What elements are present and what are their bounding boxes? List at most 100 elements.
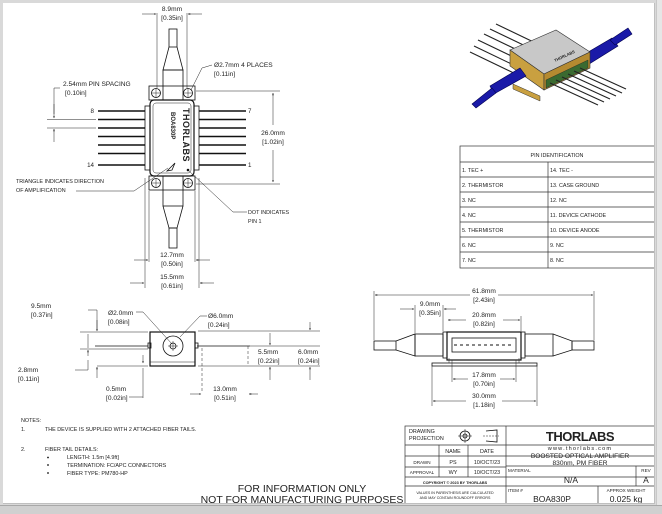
weight-value: 0.025 kg <box>610 494 643 503</box>
copyright: COPYRIGHT © 2023 BY THORLABS <box>423 481 488 485</box>
pin-identification-table: PIN IDENTIFICATION 1. TEC + 14. TEC - 2.… <box>459 145 656 269</box>
pin-cell: 3. NC <box>462 198 476 204</box>
disclaimer-line2: NOT FOR MANUFACTURING PURPOSES <box>201 494 404 503</box>
fiber-tail-bottom <box>168 227 178 249</box>
side-view: 61.8mm [2.43in] 9.0mm [0.35in] 20.8mm [0… <box>373 288 595 409</box>
pin-cell: 13. CASE GROUND <box>550 183 599 189</box>
pin-height-mm: 5.5mm <box>258 349 279 356</box>
rev-value: A <box>643 475 649 485</box>
notes-heading: NOTES: <box>21 418 41 424</box>
fiber-tail-top <box>168 28 178 48</box>
rounding-note: VALUES IN PARENTHESIS ARE CALCULATED <box>416 491 494 495</box>
pin-cell: 8. NC <box>550 258 564 264</box>
pin-label-14: 14 <box>87 162 94 169</box>
pins-span-in: [0.70in] <box>473 381 495 388</box>
notes: NOTES: 1. THE DEVICE IS SUPPLIED WITH 2 … <box>21 418 404 506</box>
pin-label-1: 1 <box>248 162 252 169</box>
pin-cell: 6. NC <box>462 243 476 249</box>
pin-length-mm: 13.0mm <box>213 386 237 393</box>
boot-length-mm: 9.0mm <box>420 301 441 308</box>
drawing-sheet: 8.9mm [0.35in] Ø2.7mm 4 PLACES [0.11in] <box>3 3 656 506</box>
item-value: BOA830P <box>533 494 571 503</box>
dot-note-line2: PIN 1 <box>248 219 261 225</box>
website: www.thorlabs.com <box>547 446 613 452</box>
boot-dia-mm: Ø6.0mm <box>208 313 234 320</box>
top-view: 8.9mm [0.35in] Ø2.7mm 4 PLACES [0.11in] <box>16 6 290 290</box>
thorlabs-logo: THORLABS <box>546 429 615 444</box>
pin1-dot-icon <box>186 168 190 172</box>
fiber-tail-left <box>373 340 397 351</box>
outer-width-in: [0.61in] <box>161 283 183 290</box>
body-length-in: [0.82in] <box>473 321 495 328</box>
fiber-tail-right <box>571 340 595 351</box>
pin-cell: 9. NC <box>550 243 564 249</box>
pin-table-title: PIN IDENTIFICATION <box>531 153 584 159</box>
fiber-boot-taper-top <box>162 46 184 71</box>
hole-dim-in: [0.11in] <box>214 71 235 78</box>
body-brand: THORLABS <box>181 108 191 162</box>
drawing-title-line1: BOOSTED OPTICAL AMPLIFIER <box>531 453 630 460</box>
fiber-boot-bottom <box>162 175 184 207</box>
pin-cell: 1. TEC + <box>462 168 483 174</box>
pin-spacing-in: [0.10in] <box>65 90 87 97</box>
isometric-view: THORLABS <box>469 23 633 109</box>
pin-header-right <box>193 105 200 171</box>
side-flange <box>431 362 538 367</box>
drawing-title-line2: 830nm, PM FIBER <box>553 460 608 467</box>
end-height-mm: 9.5mm <box>31 303 52 310</box>
pins-right <box>199 110 246 166</box>
note-bullet: LENGTH: 1.5m [4.9ft] <box>67 455 119 461</box>
end-height-in: [0.37in] <box>31 312 53 319</box>
note-number: 1. <box>21 427 26 433</box>
side-body <box>446 331 522 361</box>
boot-circle <box>162 335 184 357</box>
item-label: ITEM # <box>508 488 523 493</box>
note-text: FIBER TAIL DETAILS: <box>45 447 98 453</box>
drawn-date: 10/OCT/23 <box>474 460 500 466</box>
window-bottom-edge <box>0 505 662 514</box>
approval-name: WY <box>449 470 458 476</box>
col-name: NAME <box>445 449 461 455</box>
dot-note-line1: DOT INDICATES <box>248 210 290 216</box>
note-bullet: FIBER TYPE: PM780-HP <box>67 471 128 477</box>
material-value: N/A <box>564 475 579 485</box>
fiber-dia-mm: Ø2.0mm <box>108 310 134 317</box>
flange-dim-in: [0.02in] <box>106 395 128 402</box>
total-height-in: [0.24in] <box>298 358 320 365</box>
note-bullet: TERMINATION: FC/APC CONNECTORS <box>67 463 167 469</box>
pin-cell: 11. DEVICE CATHODE <box>550 213 607 219</box>
pins-span-mm: 17.8mm <box>472 372 496 379</box>
pin-height-in: [0.22in] <box>258 358 280 365</box>
drawn-label: DRAWN <box>413 460 430 465</box>
inner-width-in: [0.50in] <box>161 261 183 268</box>
outer-width-mm: 15.5mm <box>160 274 184 281</box>
end-view-body <box>149 331 196 367</box>
pin-spacing-mm: 2.54mm PIN SPACING <box>63 81 131 88</box>
boot-dia-in: [0.24in] <box>208 322 230 329</box>
pin-label-8: 8 <box>91 108 95 115</box>
pin-cell: 14. TEC - <box>550 168 573 174</box>
width-dim-in: [0.35in] <box>161 15 183 22</box>
boot-length-in: [0.35in] <box>419 310 441 317</box>
note-text: THE DEVICE IS SUPPLIED WITH 2 ATTACHED F… <box>45 427 196 433</box>
body-part-number: BOA830P <box>169 112 175 139</box>
pin-cell: 2. THERMISTOR <box>462 183 504 189</box>
first-angle-projection-icon <box>458 429 499 443</box>
flange-length-mm: 30.0mm <box>472 393 496 400</box>
triangle-note-line1: TRIANGLE INDICATES DIRECTION <box>16 179 104 185</box>
total-height-mm: 6.0mm <box>298 349 319 356</box>
window-edge <box>656 0 662 505</box>
pin-cell: 5. THERMISTOR <box>462 228 504 234</box>
hole-dim-mm: Ø2.7mm 4 PLACES <box>214 62 273 69</box>
flange-length-in: [1.18in] <box>473 402 495 409</box>
rounding-note: AND MAY CONTAIN ROUNDOFF ERRORS <box>420 496 491 500</box>
drawn-name: PS <box>449 460 457 466</box>
pin-cell: 12. NC <box>550 198 567 204</box>
triangle-note-line2: OF AMPLIFICATION <box>16 188 66 194</box>
fiber-dia-in: [0.08in] <box>108 319 130 326</box>
inner-width-mm: 12.7mm <box>160 252 184 259</box>
boot-left <box>414 333 444 357</box>
approval-label: APPROVAL <box>410 470 435 475</box>
body-length-mm: 20.8mm <box>472 312 496 319</box>
pin-cell: 4. NC <box>462 213 476 219</box>
